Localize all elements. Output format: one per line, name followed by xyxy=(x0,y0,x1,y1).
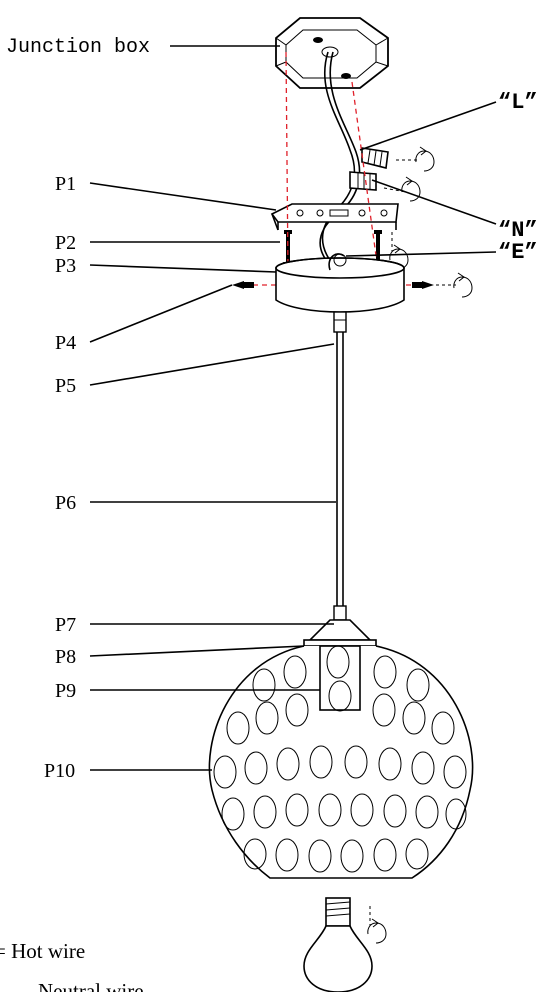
label-p1: P1 xyxy=(55,173,76,195)
label-junction-box: Junction box xyxy=(6,36,150,59)
label-p9: P9 xyxy=(55,680,76,702)
canopy-set-screws xyxy=(232,272,473,298)
socket-fitter xyxy=(303,605,377,647)
suspension-rod xyxy=(336,332,344,606)
label-earth: “E” xyxy=(498,240,538,265)
wire-connector-n xyxy=(349,171,377,191)
cord-grip xyxy=(333,311,347,333)
wire-connector-l xyxy=(361,147,389,169)
mounting-bracket xyxy=(270,203,399,231)
label-neutral: “N” xyxy=(498,218,538,243)
label-p6: P6 xyxy=(55,492,76,514)
legend-neutral-wire: Neutral wire xyxy=(38,979,144,992)
label-p4: P4 xyxy=(55,332,76,354)
label-p5: P5 xyxy=(55,375,76,397)
globe-shade xyxy=(208,645,474,879)
label-p3: P3 xyxy=(55,255,76,277)
label-p8: P8 xyxy=(55,646,76,668)
label-p10: P10 xyxy=(44,760,75,782)
legend-hot-wire: = Hot wire xyxy=(0,939,85,963)
label-p2: P2 xyxy=(55,232,76,254)
canopy xyxy=(275,253,405,313)
lamp-holder xyxy=(319,645,361,712)
leader-lines xyxy=(89,45,497,771)
label-p7: P7 xyxy=(55,614,76,636)
label-live: “L” xyxy=(498,90,538,115)
light-bulb xyxy=(303,897,387,992)
